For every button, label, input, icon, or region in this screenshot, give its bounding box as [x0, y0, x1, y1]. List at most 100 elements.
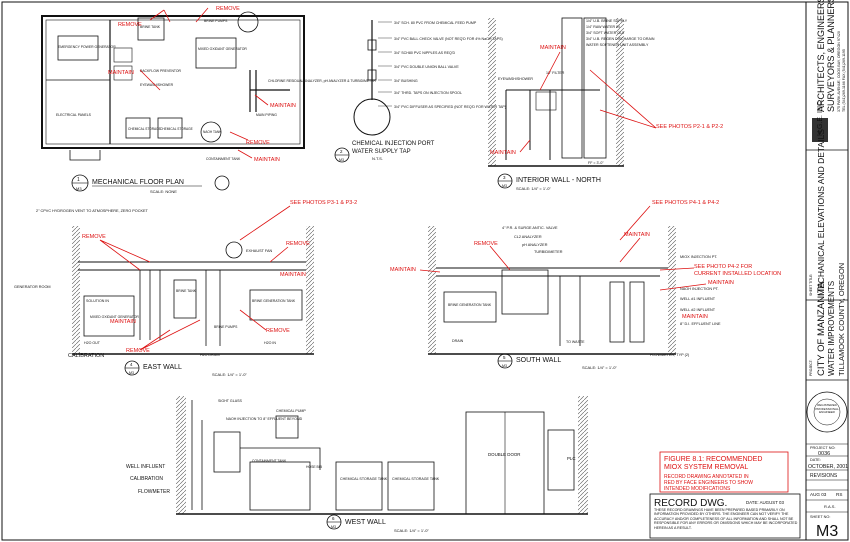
label-mixed-oxidant: MIXED OXIDANT GENERATOR: [198, 47, 247, 51]
red-remove-4: REMOVE: [82, 234, 106, 240]
west-note-3: CHEMICAL PUMP: [276, 409, 306, 413]
label-main-piping: MAIN PIPING: [256, 113, 277, 117]
east-generator-room: GENERATOR ROOM: [14, 285, 51, 289]
east-brine-gen: BRINE GENERATION TANK: [252, 299, 296, 303]
north-note-3: 3/4" SOFT WATER OUT: [586, 31, 626, 35]
red-maintain-7: MAINTAIN: [110, 319, 136, 325]
red-maintain-10: MAINTAIN: [708, 280, 734, 286]
north-note-4: 3/4" U.B. REGEN DISCHARGE TO DRAIN: [586, 37, 655, 41]
east-brine-pumps: BRINE PUMPS: [214, 325, 238, 329]
firm-logo-text: H.G.E. INC.: [817, 99, 824, 136]
firm-logo: [812, 118, 828, 142]
view3-scale: SCALE: 1/4" = 1'-0": [516, 186, 551, 191]
interior-wall-north: 1/4" U.B. BRINE SUPPLY 1/4" RAW WATER IN…: [488, 17, 723, 191]
east-calibration: CALIBRATION: [68, 353, 104, 359]
revisions-label: REVISIONS: [810, 473, 838, 479]
label-naoh-tank: NAOH TANK: [203, 130, 222, 134]
south-note-7: WELL #1 INFLUENT: [680, 297, 716, 301]
east-solution-in: SOLUTION IN: [86, 299, 109, 303]
red-maintain-5: MAINTAIN: [490, 150, 516, 156]
red-remove-5: REMOVE: [286, 241, 310, 247]
south-note-12: DRAIN: [452, 339, 464, 343]
red-maintain-11: MAINTAIN: [682, 314, 708, 320]
label-brine-pumps: BRINE PUMPS: [204, 19, 228, 23]
red-remove-2: REMOVE: [216, 6, 240, 12]
view4-number: 4: [130, 362, 133, 367]
project-line-1: CITY OF MANZANITA: [816, 281, 827, 376]
view1-title: MECHANICAL FLOOR PLAN: [92, 179, 184, 186]
figure-title-2: MIOX SYSTEM REMOVAL: [664, 464, 748, 471]
east-wall: 2" CPVC HYDROGEN VENT TO ATMOSPHERE, ZER…: [14, 200, 357, 377]
view3-sheet: M3: [502, 184, 507, 188]
east-brine-tank: BRINE TANK: [176, 289, 197, 293]
view5-number: 5: [503, 355, 506, 360]
north-note-2: 1/4" RAW WATER IN: [586, 25, 620, 29]
label-chem-storage-2: CHEMICAL STORAGE: [160, 127, 193, 131]
west-note-10: CONTAINMENT TANK: [252, 459, 287, 463]
south-wall: 4" P.R. & SURGE ANTIC. VALVE CL2 ANALYZE…: [390, 200, 781, 370]
firm-address: 375 PARK AVENUE, COOS BAY, OREGON 97420: [837, 31, 841, 112]
figure-title-1: FIGURE 8.1: RECOMMENDED: [664, 456, 762, 463]
west-note-9: HOSE BIB: [306, 465, 323, 469]
floor-plan: 1 M3 MECHANICAL FLOOR PLAN SCALE: NONE E…: [41, 6, 376, 194]
west-note-4: WELL INFLUENT: [126, 464, 165, 470]
red-maintain-3: MAINTAIN: [254, 157, 280, 163]
inj-note-7: 3/4" PVC DIFFUSER AS SPECIFIED (NOT REQ'…: [394, 105, 506, 109]
north-note-8: FF = 3'-0": [588, 161, 604, 165]
inj-note-1: 3/4" SCH. 80 PVC FROM CHEMICAL FEED PUMP: [394, 21, 477, 25]
view6-scale: SCALE: 1/4" = 1'-0": [394, 528, 429, 533]
south-note-6: NAOH INJECTION PT.: [680, 287, 719, 291]
view6-title: WEST WALL: [345, 519, 386, 526]
view3-title: INTERIOR WALL - NORTH: [516, 177, 601, 184]
view2-title-2: WATER SUPPLY TAP: [352, 149, 411, 155]
red-maintain-1: MAINTAIN: [108, 70, 134, 76]
project-no: 0036: [818, 451, 830, 457]
red-see-p4-2b: CURRENT INSTALLED LOCATION: [694, 271, 781, 277]
east-h2o-drain: H2O DRAIN: [200, 353, 220, 357]
view6-number: 6: [332, 516, 335, 521]
revision-date: AUG 03: [810, 492, 827, 497]
project-line-2: WATER IMPROVEMENTS: [827, 281, 836, 376]
inj-note-5: 3/4" BUSHING: [394, 79, 418, 83]
stamp-text: REGISTERED PROFESSIONAL ENGINEER: [815, 404, 839, 415]
date-label: DATE:: [810, 458, 821, 462]
west-note-8: PLC: [567, 456, 576, 461]
title-block: H.G.E. INC. ARCHITECTS, ENGINEERS, SURVE…: [805, 0, 849, 541]
south-note-10: FLOWMETER, TYP (2): [650, 353, 690, 357]
north-arrow-icon: [214, 175, 230, 191]
label-containment: CONTAINMENT TANK: [206, 157, 241, 161]
south-note-9: 8" D.I. EFFLUENT LINE: [680, 322, 721, 326]
east-vent: 2" CPVC HYDROGEN VENT TO ATMOSPHERE, ZER…: [36, 209, 149, 213]
sheet-no-label: SHEET NO:: [810, 515, 830, 519]
view1-scale: SCALE: NONE: [150, 189, 177, 194]
engineer-stamp: [806, 391, 848, 433]
revision-initials: R.A.S.: [824, 504, 836, 509]
inj-note-6: 3/4" THRD. TAPS ON INJECTION SPOOL: [394, 91, 462, 95]
red-see-p4-2: SEE PHOTO P4-2 FOR: [694, 264, 752, 270]
label-brine-tank: BRINE TANK: [140, 25, 161, 29]
north-note-5: WATER SOFTENER UNIT ASSEMBLY: [586, 43, 649, 47]
west-note-7: DOUBLE DOOR: [488, 452, 520, 457]
sheet-no: M3: [816, 523, 838, 540]
red-remove-8: REMOVE: [474, 241, 498, 247]
inj-note-2: 3/4" PVC BALL CHECK VALVE (NOT REQ'D FOR…: [394, 37, 503, 41]
east-exhaust: EXHAUST FAN: [246, 249, 273, 253]
west-wall: SIGHT GLASS NAOH INJECTION TO 8" EFFLUEN…: [126, 396, 588, 533]
view4-title: EAST WALL: [143, 364, 182, 371]
project-label: PROJECT:: [809, 360, 813, 376]
east-h2o-out: H2O OUT: [84, 341, 101, 345]
figure-note-3: INTENDED MODIFICATIONS: [664, 486, 731, 492]
view4-sheet: M3: [129, 371, 134, 375]
view2-title: CHEMICAL INJECTION PORT: [352, 141, 435, 147]
east-h2o-in: H2O IN: [264, 341, 276, 345]
red-see-p3: SEE PHOTOS P3-1 & P3-2: [290, 200, 357, 206]
inj-note-4: 3/4" PVC DOUBLE UNION BALL VALVE: [394, 65, 459, 69]
view2-scale: N.T.S.: [372, 156, 383, 161]
view6-sheet: M3: [331, 525, 336, 529]
north-note-6: 18" FILTER: [546, 71, 565, 75]
west-note-1: SIGHT GLASS: [218, 399, 243, 403]
label-chem-storage-1: CHEMICAL STORAGE: [128, 127, 161, 131]
south-note-2: CL2 ANALYZER: [514, 235, 542, 239]
inj-note-3: 3/4" SCH80 PVC NIPPLES AS REQ'D: [394, 51, 455, 55]
